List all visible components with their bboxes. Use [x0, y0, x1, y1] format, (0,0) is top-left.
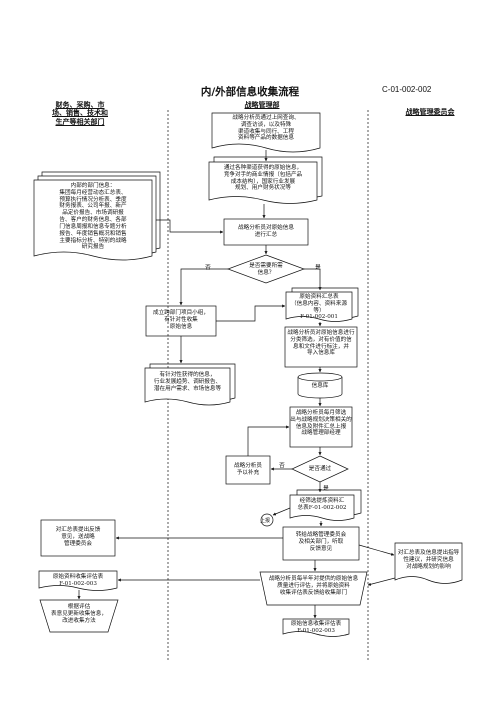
- lane-header-strategy-committee: 战略管理委员会: [405, 107, 455, 116]
- edge-n5-yes: [304, 268, 322, 291]
- node-n17-shape: [394, 542, 463, 584]
- node-n1-shape: [211, 112, 321, 153]
- node-n13-text: 是否通过: [308, 466, 332, 472]
- node-n10-text: 信息库: [311, 383, 329, 389]
- node-n10-top: [297, 372, 343, 382]
- node-n21-text: 原始信息收集评估表 F-01-002-003: [290, 621, 342, 634]
- edge-n3-n4: [156, 219, 224, 234]
- lane-header-strategy-dept: 战略管理部: [244, 100, 280, 109]
- edge-n5-no: [179, 268, 228, 306]
- node-n12-text: 战略分析员 予以补充: [234, 463, 262, 476]
- edge-n17-n19: [367, 577, 396, 586]
- node-n18-text: 原始资料收集评估表 F-01-002-003: [52, 574, 104, 587]
- label-yes-2: 是: [323, 486, 329, 492]
- node-n18-shape: [38, 570, 118, 591]
- node-n5-text: 是否需要所需 信息？: [249, 263, 283, 276]
- node-n4-text: 战略分析员对原始信息 进行汇总: [238, 225, 294, 238]
- node-n19-text: 战略分析员每半年对提供的原始信息 质量进行评估，并将原始资料 收集评估表反馈给收…: [268, 576, 359, 596]
- node-n11-text: 战略分析员每月筛选 出与战略规划决策相关的 信息及附件汇总上报 战略管理部经理: [290, 410, 352, 437]
- edge-n16-n17: [358, 544, 395, 556]
- node-n8-text: 战略分析员对原始信息进行 分类筛选，对有价值的信 息和文件进行标注，并 导入信息…: [287, 330, 355, 357]
- node-n14-shape: [289, 494, 355, 521]
- node-n15-shape: [40, 519, 116, 557]
- node-n19-shape: [259, 571, 368, 606]
- edge-n6-n7: [216, 304, 286, 322]
- node-n3-shape: [33, 179, 153, 261]
- node-n17-text: 对汇总表及信息提出指导 性建议，并研究信息 对战略规划的影响: [397, 550, 460, 570]
- node-n7-text: 原始资料汇总表 （信息内容、资料来源等） F-01-002-001: [291, 294, 347, 321]
- node-n9-text: 有针对性获得的信息， 行业发展趋势、调研报告、 潜在用户需求、市场信息等: [153, 372, 222, 392]
- lane-header-departments: 财务、采购、市 场、销售、技术和 生产等相关部门: [52, 100, 108, 126]
- node-n3-text: 内部的部门信息： 集团每月经营动态汇总表、 预算执行情况分析表、季度 财务报表、…: [59, 183, 127, 251]
- node-n6-text: 成立跨部门项目小组， 有针对性收集 原始信息: [153, 310, 209, 330]
- edge-n12-back: [247, 425, 290, 456]
- connector-submit: [260, 513, 274, 527]
- node-n7-shape: [285, 291, 353, 322]
- label-no-2: 否: [279, 463, 285, 469]
- edge-n14-submit: [272, 507, 291, 516]
- label-submit: 上报: [260, 518, 271, 524]
- node-n2-text: 通过各种渠道获得的原始信息， 竞争对手的商业情报（包括产品 成本结构），国家行业…: [223, 165, 303, 192]
- node-n16-text: 转给战略管理委员会 及相关部门，听取 反馈意见: [295, 532, 347, 552]
- node-n15-text: 对汇总表提出反馈 意见，送战略 管理委员会: [55, 527, 101, 547]
- node-n11-shape: [289, 406, 353, 448]
- node-n1-text: 战略分析员通过上网查询、 调查访谈，以及特殊 渠道收集与同行、工程 资料等产品的…: [232, 115, 300, 142]
- document-code: C-01-002-002: [382, 85, 432, 94]
- node-n14-text: 经筛选提炼资料汇 总表F-01-002-002: [297, 498, 347, 511]
- node-n20-shape: [39, 599, 119, 633]
- node-n9-shape: [144, 367, 231, 406]
- node-n2-shape: [208, 161, 318, 204]
- label-no-1: 否: [205, 265, 211, 271]
- node-n20-text: 根据评估 表意见更新收集信息， 改进收集方法: [51, 604, 107, 624]
- node-n5-shape: [226, 254, 306, 284]
- node-n16-shape: [282, 526, 360, 561]
- page-title: 内/外部信息收集流程: [200, 86, 300, 98]
- node-n8-shape: [284, 326, 358, 368]
- label-yes-1: 是: [315, 265, 321, 271]
- node-n21-shape: [282, 618, 350, 637]
